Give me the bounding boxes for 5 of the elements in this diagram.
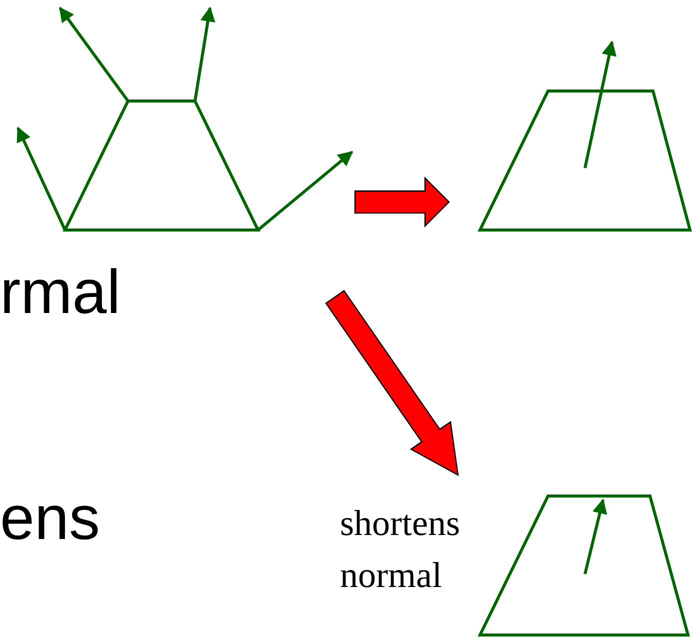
caption-text: shortens normal [340, 502, 461, 598]
cropped-heading-text: ens [0, 488, 100, 550]
cropped-heading-text: rmal [0, 262, 121, 324]
block-arrow [325, 290, 459, 476]
block-arrow [354, 176, 450, 228]
